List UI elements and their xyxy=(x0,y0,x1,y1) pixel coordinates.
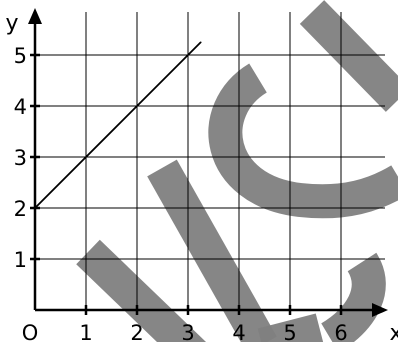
y-tick-label: 4 xyxy=(14,95,27,119)
x-tick-label: 5 xyxy=(283,321,296,342)
data-point xyxy=(34,207,36,209)
origin-label: O xyxy=(22,321,39,342)
x-tick-label: 6 xyxy=(334,321,347,342)
watermark-stroke xyxy=(76,239,207,342)
watermark-stroke xyxy=(208,63,398,219)
watermark-stroke xyxy=(147,159,277,342)
x-tick-label: 4 xyxy=(232,321,245,342)
x-axis-label: x xyxy=(389,321,398,342)
watermark-stroke xyxy=(320,252,386,342)
x-tick-label: 2 xyxy=(130,321,143,342)
axes xyxy=(28,8,388,317)
watermark-stroke xyxy=(257,313,324,342)
watermark xyxy=(76,0,398,342)
data-point xyxy=(199,41,202,44)
series-layer xyxy=(34,41,202,209)
x-tick-label: 1 xyxy=(79,321,92,342)
x-tick-label: 3 xyxy=(181,321,194,342)
y-axis-arrow xyxy=(28,8,42,24)
y-axis-label: y xyxy=(5,11,18,36)
y-tick-label: 1 xyxy=(14,248,27,272)
y-tick-label: 3 xyxy=(14,146,27,170)
y-tick-label: 2 xyxy=(14,197,27,221)
x-axis-arrow xyxy=(372,303,388,317)
watermark-stroke xyxy=(299,0,398,112)
data-line xyxy=(34,41,202,209)
y-tick-label: 5 xyxy=(14,44,27,68)
